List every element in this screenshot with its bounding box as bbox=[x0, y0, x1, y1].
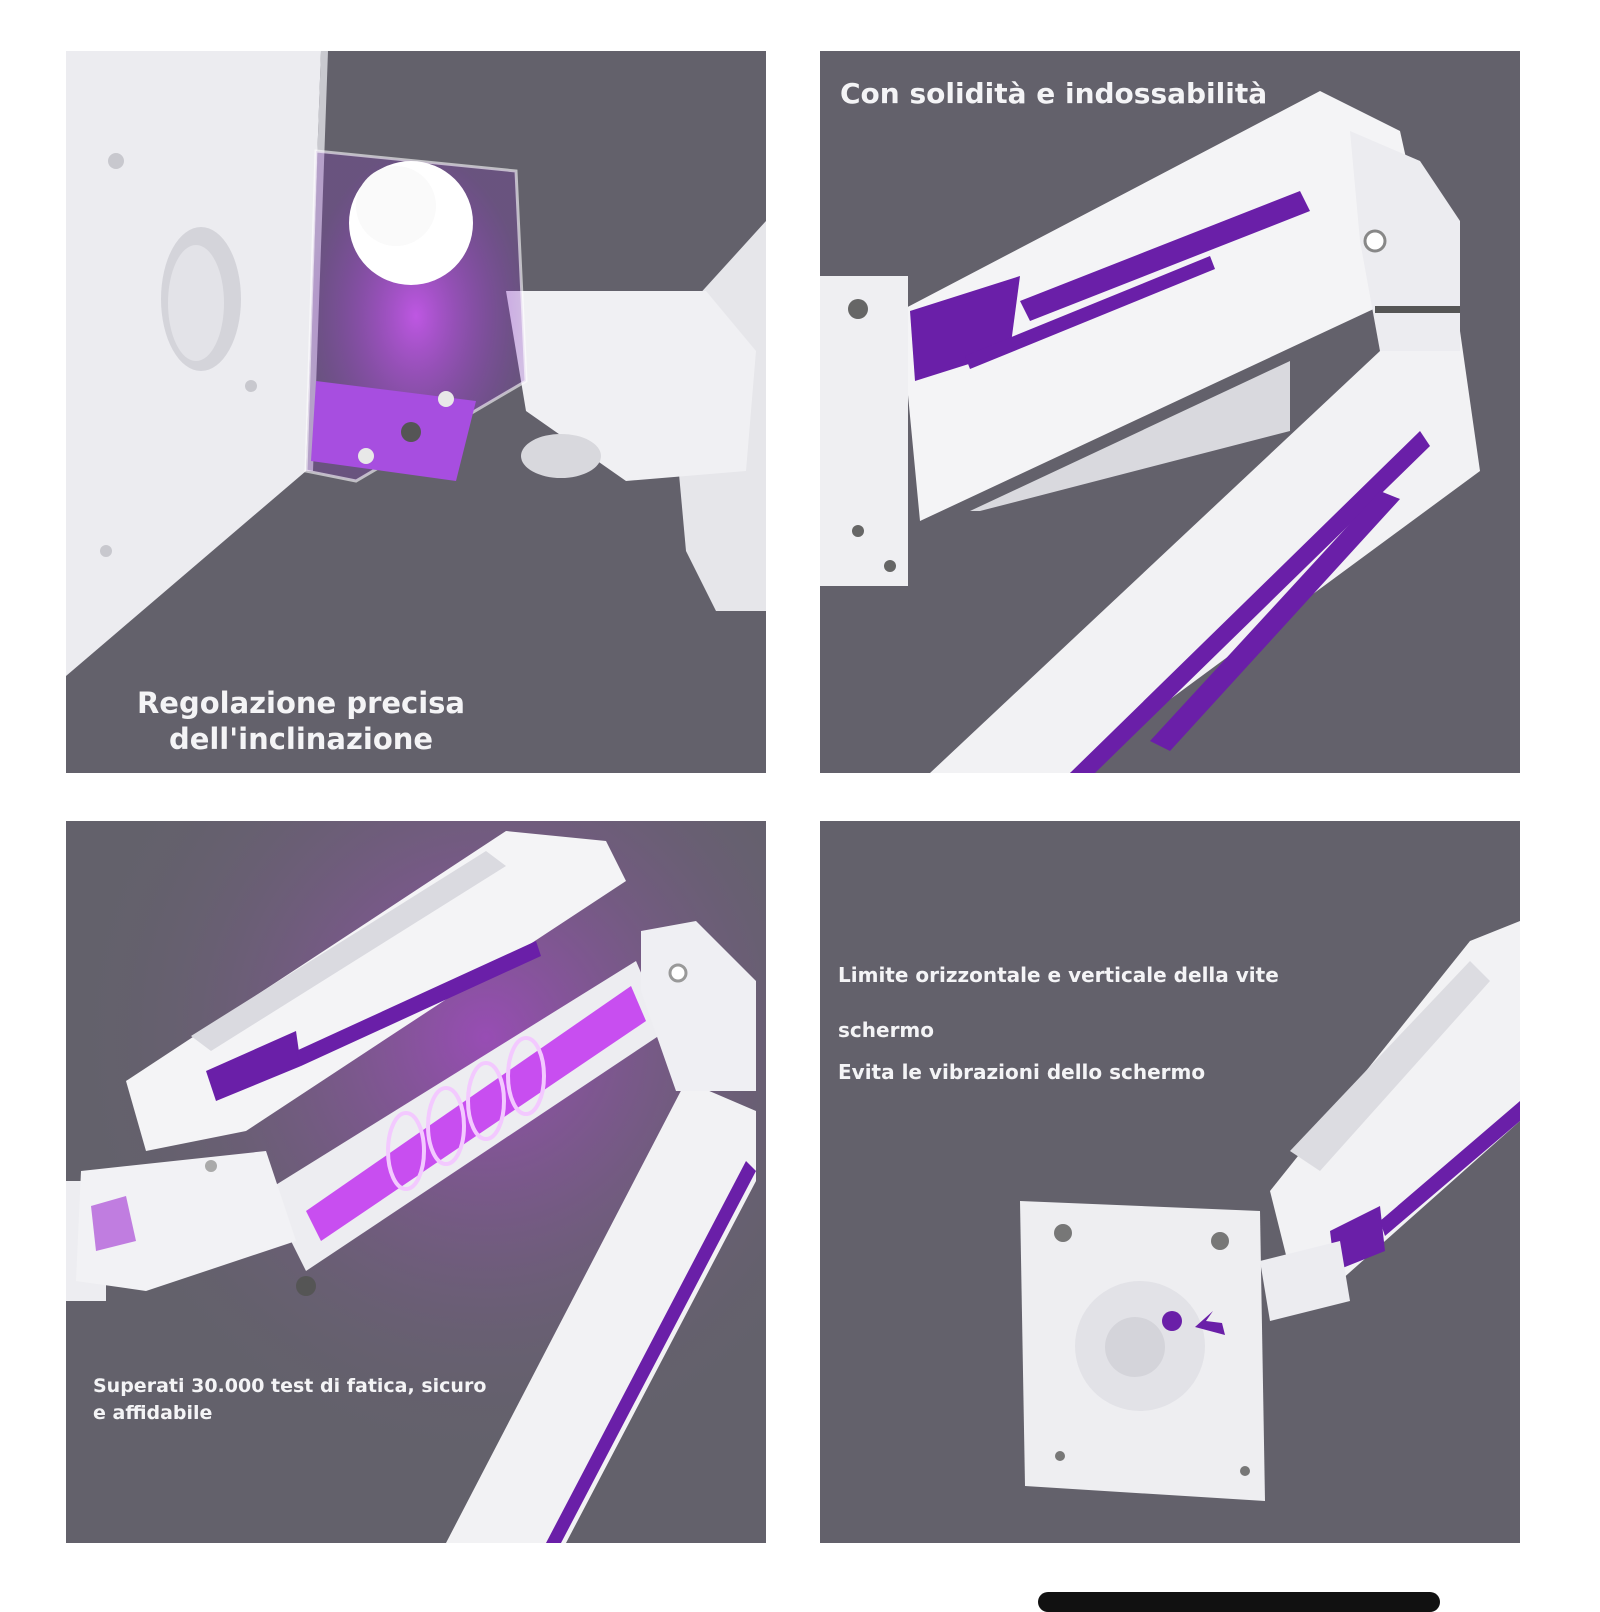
limit-screw bbox=[1162, 1311, 1182, 1331]
caption-limit-line-1: Limite orizzontale e verticale della vit… bbox=[838, 963, 1279, 987]
vesa-bracket bbox=[820, 276, 908, 586]
lower-arm bbox=[930, 331, 1480, 773]
tilt-adjustment-panel: Regolazione precisa dell'inclinazione bbox=[66, 51, 766, 773]
screw-limit-illustration bbox=[1020, 921, 1520, 1501]
caption-fatigue: Superati 30.000 test di fatica, sicuro e… bbox=[93, 1375, 487, 1424]
caption-limit-line-3: Evita le vibrazioni dello schermo bbox=[838, 1060, 1206, 1084]
arm-illustration bbox=[820, 91, 1480, 773]
solidity-panel: Con solidità e indossabilità bbox=[820, 51, 1520, 773]
bottom-bar bbox=[1038, 1592, 1440, 1612]
lower-arm bbox=[446, 1081, 756, 1543]
arrow-icon bbox=[1195, 1311, 1225, 1335]
upper-arm bbox=[900, 91, 1440, 521]
tilt-joint-illustration bbox=[66, 51, 766, 676]
caption-limit-line-2: schermo bbox=[838, 1018, 935, 1042]
fatigue-test-panel: Superati 30.000 test di fatica, sicuro e… bbox=[66, 821, 766, 1543]
screw-limit-panel: Limite orizzontale e verticale della vit… bbox=[820, 821, 1520, 1543]
gas-spring-illustration bbox=[66, 821, 766, 1543]
caption-solidity: Con solidità e indossabilità bbox=[840, 77, 1268, 110]
caption-line-1: Regolazione precisa bbox=[136, 686, 466, 720]
caption-line-2: dell'inclinazione bbox=[168, 722, 434, 756]
caption-tilt: Regolazione precisa dell'inclinazione bbox=[66, 685, 536, 757]
